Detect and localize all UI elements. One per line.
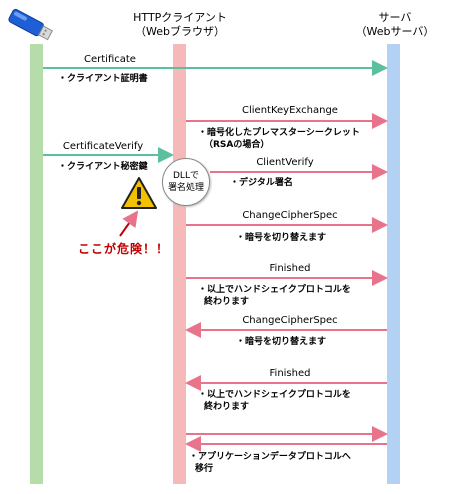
- note-change-cipher-spec-2: ・暗号を切り替えます: [236, 337, 327, 347]
- note-line: ・暗号化したプレマスターシークレット: [198, 128, 360, 138]
- label-client-verify: ClientVerify: [256, 157, 314, 168]
- server-header-line2: （Webサーバ）: [355, 25, 435, 38]
- label-change-cipher-spec-1: ChangeCipherSpec: [242, 210, 338, 221]
- note-line: ・以上でハンドシェイクプロトコルを: [198, 390, 351, 400]
- label-certificate-verify: CertificateVerify: [62, 141, 144, 152]
- dll-signing-bubble: DLLで 署名処理: [162, 158, 210, 206]
- server-lifeline: [387, 44, 400, 484]
- note-line: ・以上でハンドシェイクプロトコルを: [198, 285, 351, 295]
- bubble-line1: DLLで: [173, 171, 199, 181]
- note-finished-2: ・以上でハンドシェイクプロトコルを 終わります: [198, 389, 351, 413]
- danger-label: ここが危険！！: [78, 242, 170, 256]
- note-certificate: ・クライアント証明書: [58, 74, 148, 84]
- browser-header-line1: HTTPクライアント: [133, 11, 227, 24]
- bubble-line2: 署名処理: [167, 183, 204, 193]
- label-finished-2: Finished: [269, 368, 311, 379]
- warning-icon: [120, 176, 158, 210]
- note-line: ・アプリケーションデータプロトコルへ: [189, 452, 351, 462]
- browser-lifeline: [173, 44, 186, 484]
- browser-header: HTTPクライアント （Webブラウザ）: [120, 11, 240, 39]
- label-certificate: Certificate: [84, 54, 136, 65]
- note-application-data: ・アプリケーションデータプロトコルへ 移行: [189, 451, 351, 475]
- usb-drive-icon: [5, 4, 57, 44]
- label-change-cipher-spec-2: ChangeCipherSpec: [242, 315, 338, 326]
- label-client-key-exchange: ClientKeyExchange: [242, 105, 338, 116]
- note-change-cipher-spec-1: ・暗号を切り替えます: [236, 233, 327, 243]
- note-line: 移行: [195, 464, 214, 474]
- browser-header-line2: （Webブラウザ）: [135, 25, 225, 38]
- note-client-verify: ・デジタル署名: [230, 178, 293, 188]
- server-header-line1: サーバ: [378, 11, 412, 24]
- danger-pointer-arrow: [119, 210, 139, 237]
- note-client-key-exchange: ・暗号化したプレマスターシークレット （RSAの場合）: [198, 127, 360, 151]
- note-line: 終わります: [204, 402, 250, 412]
- server-header: サーバ （Webサーバ）: [340, 11, 450, 39]
- client-lifeline: [30, 44, 43, 484]
- note-finished-1: ・以上でハンドシェイクプロトコルを 終わります: [198, 284, 351, 308]
- label-finished-1: Finished: [269, 263, 311, 274]
- note-certificate-verify: ・クライアント秘密鍵: [58, 162, 148, 172]
- note-line: （RSAの場合）: [204, 140, 270, 150]
- note-line: 終わります: [204, 297, 250, 307]
